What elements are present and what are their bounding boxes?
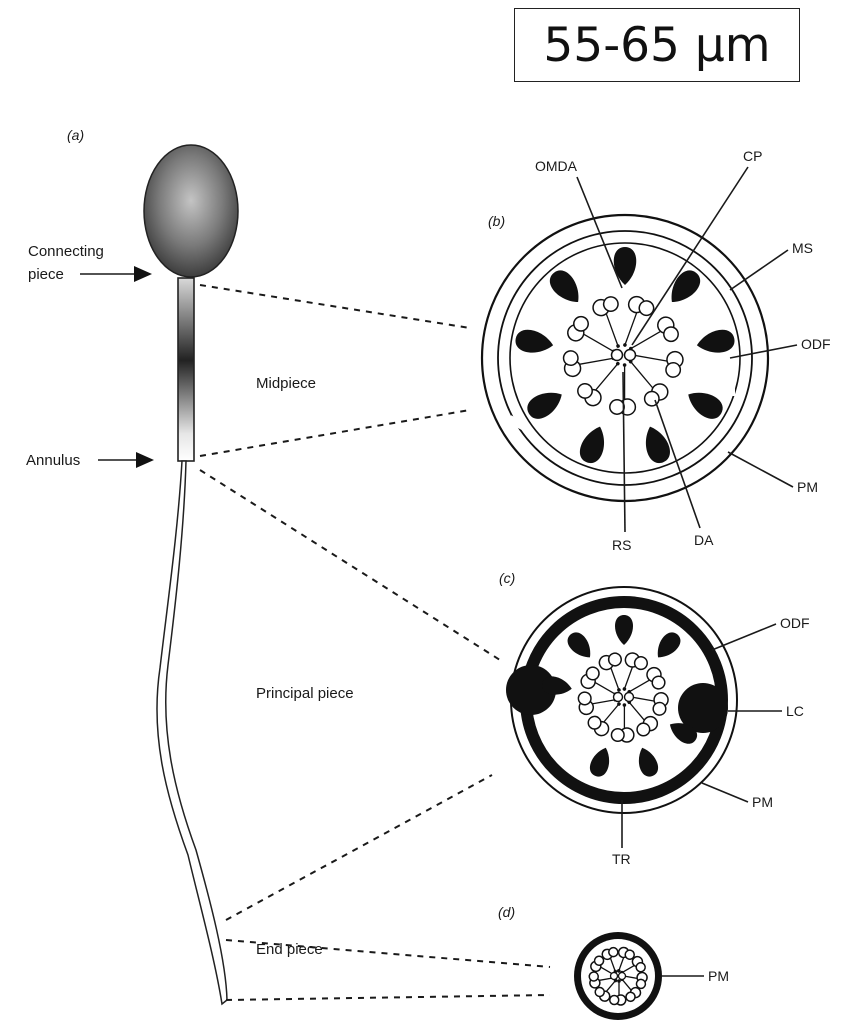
- principal-pm-leader: [702, 783, 748, 802]
- principal-pm-label: PM: [752, 794, 773, 810]
- midpiece-sheath-gap-right: [728, 362, 735, 396]
- midpiece-central-pair-right: [625, 350, 636, 361]
- tail-flagellum: [157, 461, 227, 1004]
- ms-label: MS: [792, 240, 813, 256]
- midpiece-odf-label: ODF: [801, 336, 831, 352]
- panel-b-label: (b): [488, 213, 505, 229]
- midpiece-cross-section: [482, 215, 768, 501]
- end-pm-label: PM: [708, 968, 729, 984]
- principal-spoke-head: [623, 703, 627, 707]
- midpiece-connector-bottom: [200, 410, 470, 456]
- annulus-arrowhead: [136, 452, 154, 468]
- principal-piece-cross-section: [506, 587, 737, 813]
- principal-connector-bottom: [226, 775, 492, 920]
- da-label: DA: [694, 532, 714, 548]
- principal-central-pair-left: [614, 693, 623, 702]
- principal-connector-top: [200, 470, 500, 660]
- principal-piece-label: Principal piece: [256, 685, 354, 702]
- midpiece-spoke-head: [623, 363, 627, 367]
- omda-label: OMDA: [535, 158, 578, 174]
- panel-d-label: (d): [498, 904, 515, 920]
- lc-label: LC: [786, 703, 804, 719]
- midpiece-central-pair-left: [612, 350, 623, 361]
- midpiece-pm-leader: [728, 452, 793, 487]
- cp-label: CP: [743, 148, 762, 164]
- end-central-pair-right: [619, 973, 626, 980]
- principal-central-pair-right: [625, 693, 634, 702]
- midpiece-pm-label: PM: [797, 479, 818, 495]
- connecting-piece-label-line2: piece: [28, 266, 64, 283]
- connecting-piece-label-line1: Connecting: [28, 243, 104, 260]
- end-central-pair-left: [611, 973, 618, 980]
- principal-odf-leader: [712, 624, 776, 650]
- midpiece-shaft: [178, 278, 194, 461]
- end-doublet-tubule-b: [610, 996, 619, 1005]
- sperm-head: [144, 145, 238, 277]
- end-connector-bottom: [226, 995, 550, 1000]
- panel-c-label: (c): [499, 570, 515, 586]
- end-doublet-tubule-b: [589, 971, 599, 981]
- connecting-piece-arrowhead: [134, 266, 152, 282]
- midpiece-doublet-tubule-b: [610, 400, 624, 414]
- tr-label: TR: [612, 851, 631, 867]
- midpiece-label: Midpiece: [256, 375, 316, 392]
- principal-odf-label: ODF: [780, 615, 810, 631]
- end-piece-cross-section: [574, 932, 662, 1020]
- midpiece-connector-top: [200, 285, 470, 328]
- principal-doublet-tubule-b: [611, 729, 624, 742]
- rs-label: RS: [612, 537, 631, 553]
- annulus-label: Annulus: [26, 452, 80, 469]
- panel-a-label: (a): [67, 127, 84, 143]
